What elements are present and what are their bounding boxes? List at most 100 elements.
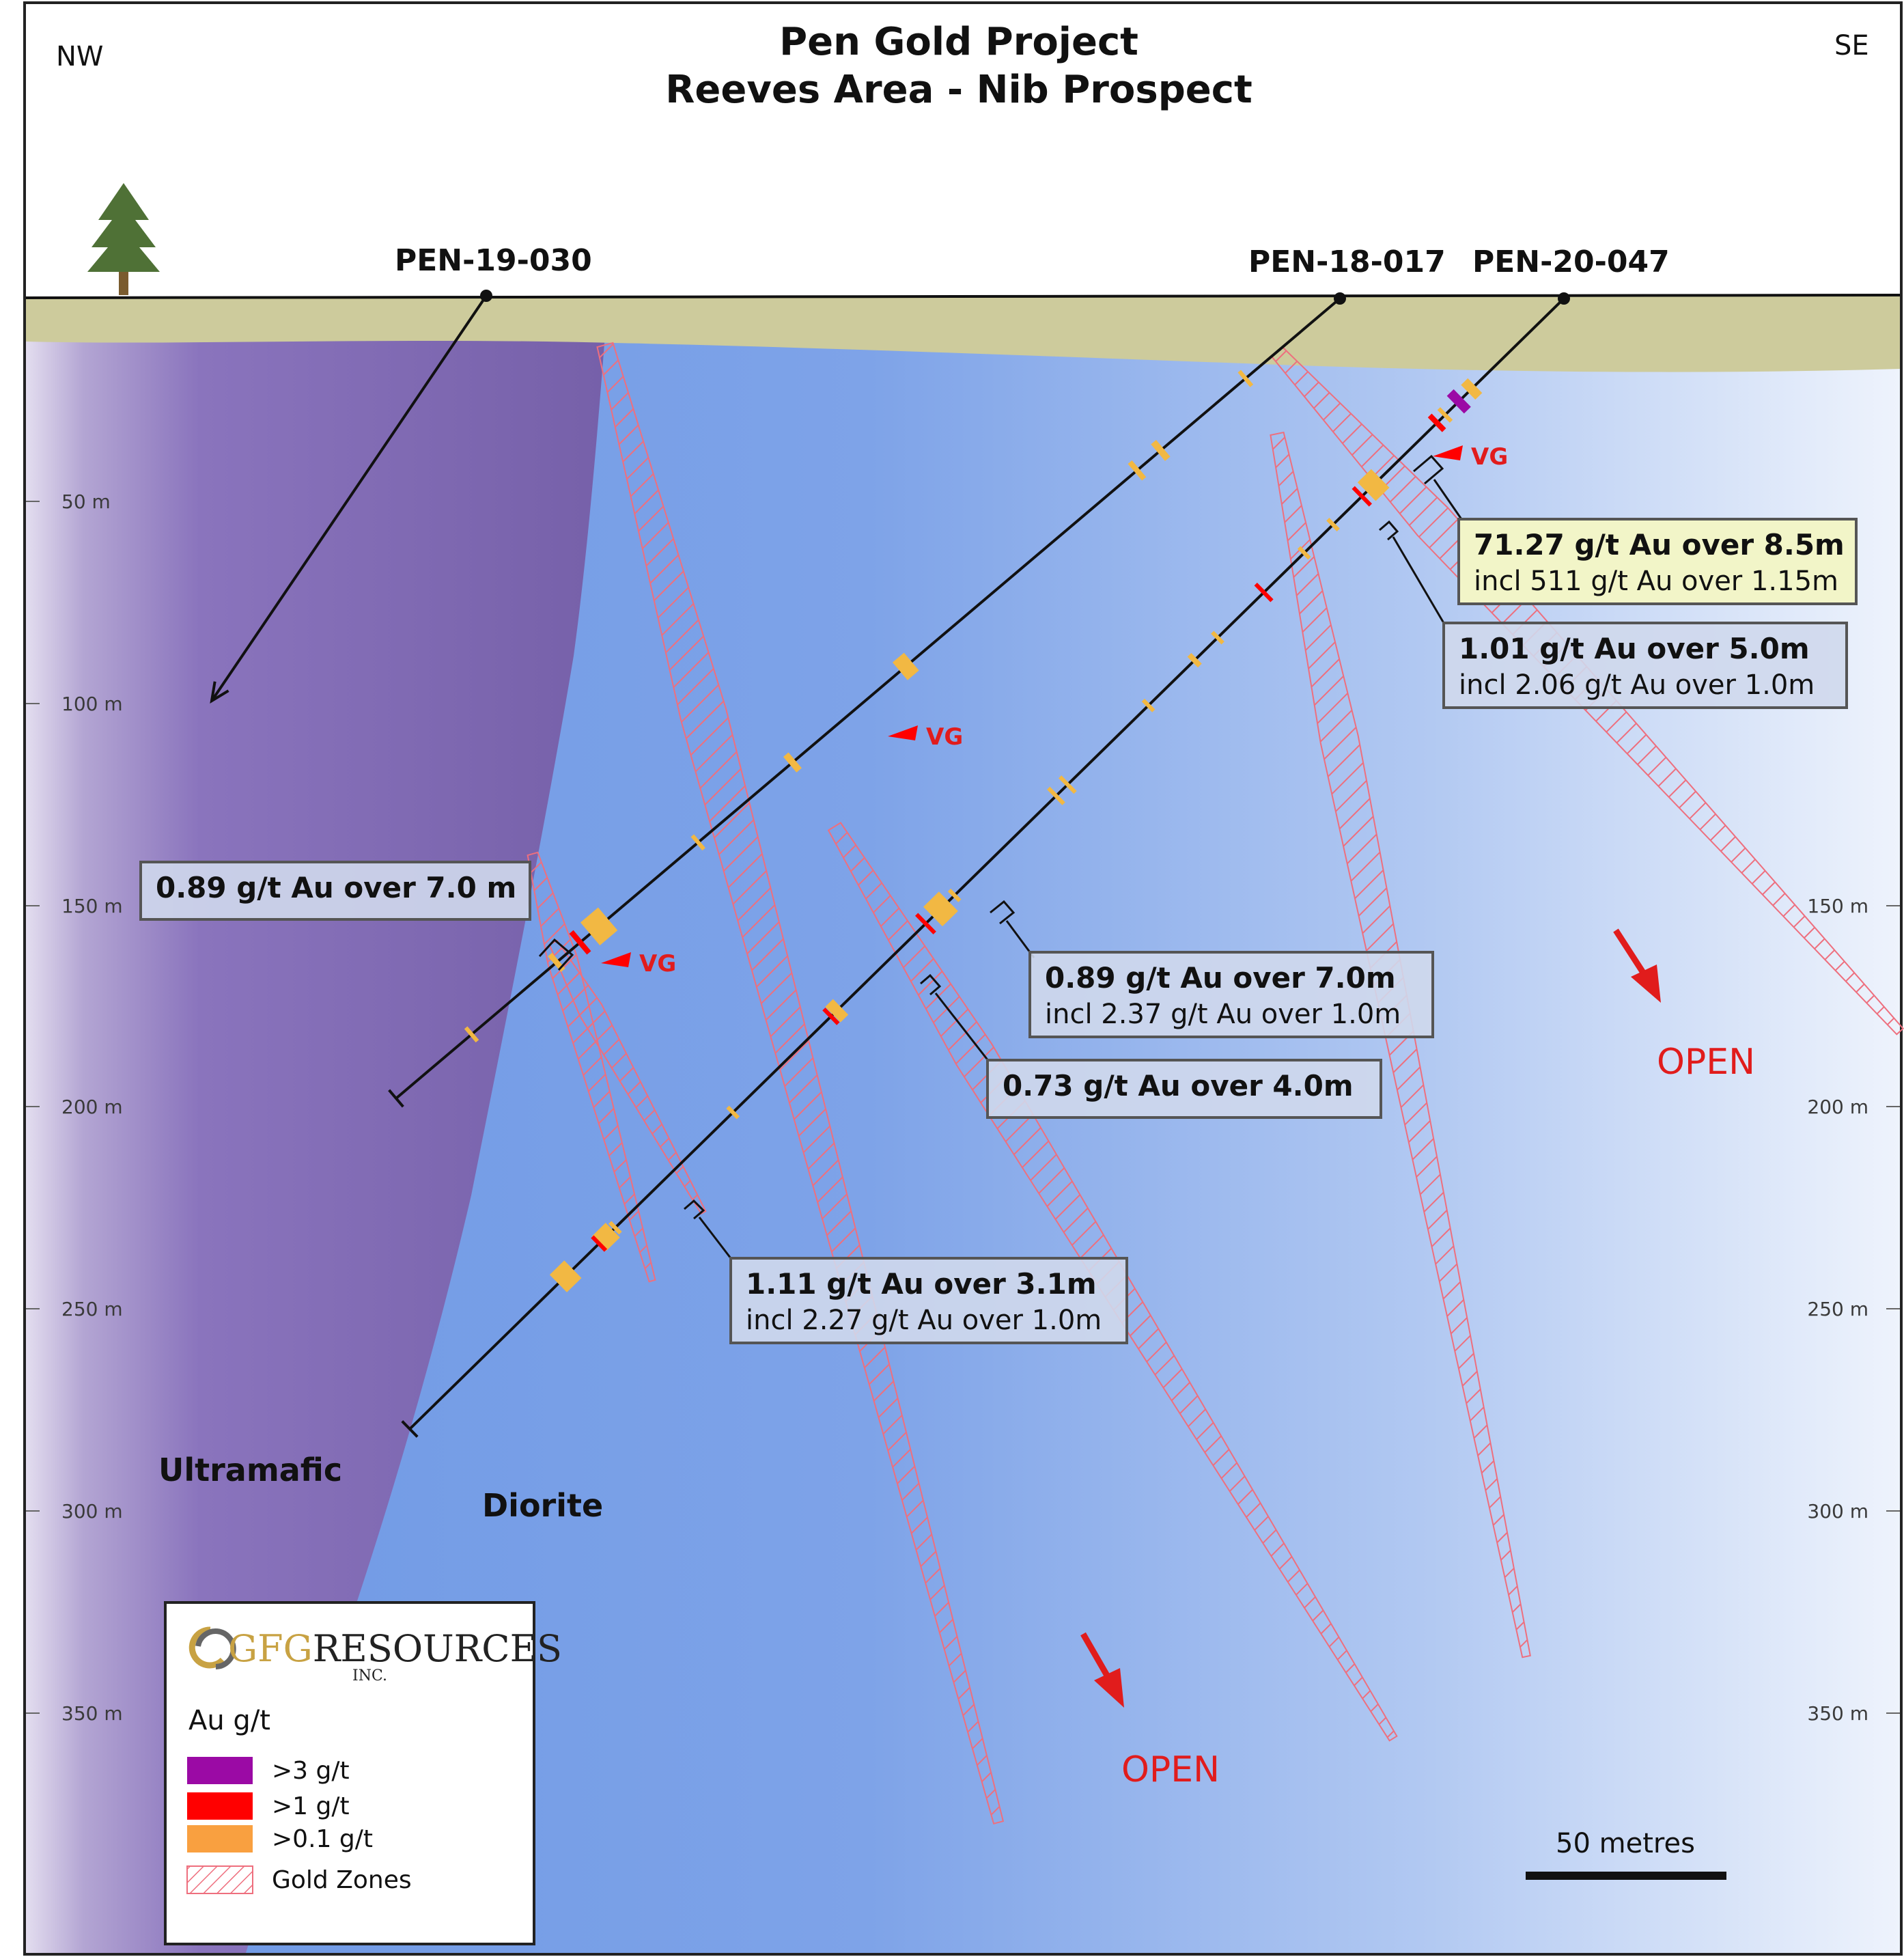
grade-interval-pen-20-047-2: [1446, 389, 1471, 414]
depth-label-right-6: 300 m: [1807, 1500, 1868, 1523]
grade-interval-pen-20-047-9: [1254, 583, 1274, 602]
grade-interval-pen-20-047-13: [1058, 775, 1077, 794]
intercept-box-1: [1457, 518, 1858, 605]
gold-zone-1: [596, 342, 1005, 1825]
grade-interval-pen-20-047-8: [1297, 546, 1311, 560]
open-arrow-right: OPEN: [1613, 928, 1755, 1083]
vg-flag-icon: [1433, 445, 1463, 460]
grade-interval-pen-20-047-10: [1211, 630, 1224, 645]
grade-interval-pen-20-047-14: [1047, 786, 1065, 805]
grade-interval-pen-18-017-1: [1237, 370, 1254, 387]
intercept-detail-4: incl 2.37 g/t Au over 1.0m: [1045, 999, 1401, 1030]
gold-zone-3: [1270, 431, 1531, 1658]
end-of-hole-pen-20-047: [401, 1420, 419, 1438]
logo-subtitle: INC.: [352, 1667, 387, 1684]
legend-swatch-gt1: [187, 1792, 253, 1820]
legend-label-gt01: >0.1 g/t: [272, 1825, 373, 1853]
vg-label-3: VG: [639, 950, 676, 977]
depth-label-left-1: 50 m: [61, 490, 111, 513]
collar-pen-18-017: [1334, 292, 1346, 305]
legend-swatch-gt01: [187, 1825, 253, 1852]
hole-label-pen-19-030: PEN-19-030: [395, 243, 592, 278]
depth-label-right-4: 200 m: [1807, 1096, 1868, 1118]
depth-label-right-5: 250 m: [1807, 1298, 1868, 1320]
intercept-headline-4: 0.89 g/t Au over 7.0m: [1045, 961, 1396, 995]
scale-bar: 50 metres: [1526, 1828, 1726, 1880]
legend-swatch-gold-zones: [186, 1865, 253, 1894]
rock-label-diorite: Diorite: [482, 1487, 603, 1524]
gfg-logo-icon: [188, 1626, 236, 1669]
intercept-headline-3: 0.89 g/t Au over 7.0 m: [156, 871, 516, 904]
vg-flag-icon: [888, 725, 918, 740]
leader-line-2: [1379, 520, 1445, 624]
legend-label-gt3: >3 g/t: [272, 1757, 350, 1785]
depth-label-left-2: 100 m: [61, 693, 123, 715]
leader-line-6: [684, 1199, 732, 1259]
depth-label-left-4: 200 m: [61, 1096, 123, 1118]
intercept-box-6: [729, 1257, 1128, 1344]
legend-label-gt1: >1 g/t: [272, 1792, 350, 1820]
grade-interval-pen-20-047-1: [1461, 378, 1483, 400]
compass-nw: NW: [56, 41, 103, 72]
intercept-headline-5: 0.73 g/t Au over 4.0m: [1003, 1069, 1354, 1102]
intercept-box-2: [1442, 622, 1848, 709]
grade-interval-pen-20-047-4: [1437, 407, 1453, 423]
grade-interval-pen-20-047-17: [947, 888, 962, 902]
tree-icon: [87, 183, 160, 295]
end-of-hole-pen-18-017: [388, 1089, 404, 1108]
depth-label-right-7: 350 m: [1807, 1702, 1868, 1725]
grade-interval-pen-18-017-4: [892, 652, 919, 680]
intercept-detail-6: incl 2.27 g/t Au over 1.0m: [746, 1305, 1102, 1336]
grade-interval-pen-18-017-3: [1128, 460, 1147, 481]
compass-se: SE: [1834, 30, 1869, 61]
grade-interval-pen-18-017-2: [1151, 440, 1171, 461]
intercept-box-4: [1028, 951, 1434, 1038]
leader-line-3: [538, 938, 574, 971]
open-label-right: OPEN: [1657, 1042, 1755, 1083]
depth-label-right-3: 150 m: [1807, 895, 1868, 917]
collar-pen-20-047: [1558, 292, 1570, 305]
open-label-bottom: OPEN: [1121, 1749, 1220, 1790]
vg-label-1: VG: [1471, 443, 1508, 471]
grade-interval-pen-20-047-18: [825, 999, 849, 1023]
collar-pen-19-030: [480, 290, 492, 302]
grade-interval-pen-20-047-21: [591, 1223, 620, 1251]
grade-interval-pen-20-047-24: [549, 1260, 582, 1292]
grade-interval-pen-20-047-15: [923, 891, 958, 927]
overburden-layer: [26, 295, 1900, 372]
leader-line-1: [1413, 454, 1463, 520]
hole-label-pen-20-047: PEN-20-047: [1472, 245, 1670, 279]
grade-interval-pen-20-047-7: [1326, 518, 1340, 531]
depth-label-left-6: 300 m: [61, 1500, 123, 1523]
grade-interval-pen-18-017-8: [569, 930, 591, 955]
legend-label-gold-zones: Gold Zones: [272, 1866, 412, 1894]
hole-label-pen-18-017: PEN-18-017: [1248, 245, 1446, 279]
title-line-1: Pen Gold Project: [779, 20, 1138, 64]
grade-interval-pen-18-017-5: [783, 752, 802, 773]
vg-label-2: VG: [926, 723, 963, 751]
legend: GFGRESOURCES INC. Au g/t >3 g/t >1 g/t >…: [164, 1601, 562, 1945]
grade-interval-pen-20-047-23: [608, 1221, 622, 1235]
grade-interval-pen-18-017-10: [464, 1026, 479, 1043]
leader-line-5: [920, 973, 990, 1062]
open-arrow-bottom: OPEN: [1080, 1632, 1220, 1790]
title-line-2: Reeves Area - Nib Prospect: [665, 68, 1252, 112]
legend-swatch-gt3: [187, 1757, 253, 1784]
intercept-headline-2: 1.01 g/t Au over 5.0m: [1459, 632, 1810, 665]
intercept-box-5: [986, 1059, 1382, 1119]
legend-title: Au g/t: [188, 1705, 270, 1736]
intercept-headline-6: 1.11 g/t Au over 3.1m: [746, 1267, 1097, 1301]
grade-interval-pen-20-047-11: [1187, 652, 1202, 668]
grade-interval-pen-20-047-6: [1352, 486, 1372, 507]
grade-interval-pen-20-047-3: [1427, 413, 1446, 432]
grade-interval-pen-18-017-6: [690, 834, 705, 851]
logo-wordmark: GFGRESOURCES: [228, 1627, 562, 1670]
scale-bar-label: 50 metres: [1556, 1828, 1695, 1859]
depth-label-left-3: 150 m: [61, 895, 123, 917]
depth-label-left-7: 350 m: [61, 1702, 123, 1725]
gold-zones: [527, 342, 1904, 1825]
vg-flag-icon: [601, 952, 631, 967]
